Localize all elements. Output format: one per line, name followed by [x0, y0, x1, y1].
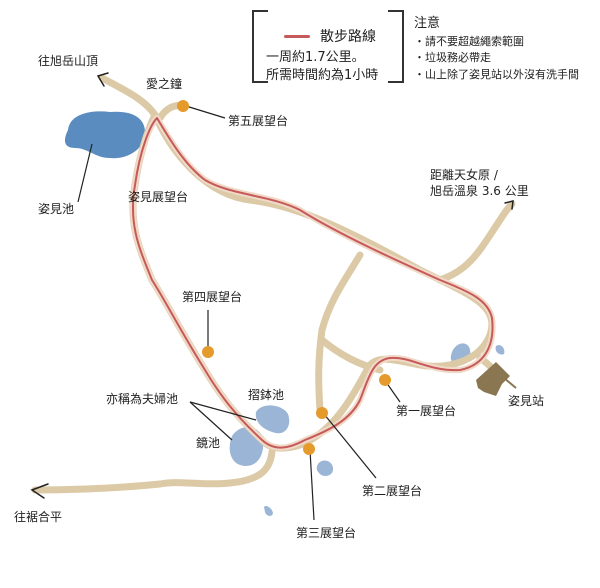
- label-kagami-pond: 鏡池: [196, 436, 221, 450]
- notes-title: 注意: [414, 16, 441, 31]
- notes-panel: 注意 ・請不要超越繩索範圍 ・垃圾務必帶走 ・山上除了姿見站以外沒有洗手間: [414, 14, 579, 83]
- label-to-summit: 往旭岳山頂: [38, 54, 99, 68]
- small-pond: [264, 505, 273, 516]
- label-to-susoaidaira: 往裾合平: [14, 510, 63, 524]
- label-observatory-5: 第五展望台: [228, 114, 289, 128]
- legend-bracket-right: [388, 10, 404, 83]
- legend-duration: 所需時間約為1小時: [266, 68, 379, 83]
- trail-to-susoaidaira: [31, 448, 276, 494]
- label-distance-2: 旭岳溫泉 3.6 公里: [430, 184, 529, 198]
- label-sugami-station: 姿見站: [508, 394, 545, 408]
- observatory-2-marker[interactable]: [316, 407, 328, 419]
- route-legend: 散步路線 一周約1.7公里。 所需時間約為1小時: [252, 10, 404, 83]
- label-bell-of-love: 愛之鐘: [146, 77, 183, 91]
- suribachi-pond: [255, 405, 290, 434]
- station-building-icon[interactable]: [476, 362, 517, 396]
- note-item: ・垃圾務必帶走: [414, 51, 491, 64]
- label-sugami-observatory: 姿見展望台: [128, 190, 189, 204]
- observatory-4-marker[interactable]: [202, 346, 214, 358]
- sugami-pond: [64, 111, 146, 159]
- label-couple-ponds: 亦稱為夫婦池: [106, 392, 179, 406]
- walking-route: [131, 117, 494, 449]
- observatory-5-marker[interactable]: [177, 100, 189, 112]
- arrow-icon: [30, 483, 49, 499]
- label-observatory-4: 第四展望台: [182, 290, 243, 304]
- small-pond: [316, 460, 334, 476]
- trail-center-branch: [318, 336, 384, 374]
- route-line-swatch: [284, 35, 310, 38]
- legend-bracket-left: [252, 10, 268, 83]
- observatory-3-marker[interactable]: [303, 443, 315, 455]
- note-item: ・山上除了姿見站以外沒有洗手間: [414, 67, 579, 81]
- arrow-icon: [504, 200, 514, 210]
- trail-to-onsen: [436, 200, 516, 284]
- note-item: ・請不要超越繩索範圍: [414, 34, 524, 48]
- legend-distance: 一周約1.7公里。: [266, 50, 365, 65]
- arrow-icon: [96, 72, 109, 87]
- observatory-1-marker[interactable]: [379, 374, 391, 386]
- label-sugami-pond: 姿見池: [38, 202, 75, 216]
- label-observatory-1: 第一展望台: [396, 404, 457, 418]
- legend-title: 散步路線: [320, 29, 376, 45]
- label-observatory-3: 第三展望台: [296, 526, 357, 540]
- label-distance-1: 距離天女原 /: [430, 168, 498, 182]
- label-observatory-2: 第二展望台: [362, 484, 423, 498]
- trail-center: [315, 251, 364, 414]
- label-suribachi-pond: 摺鉢池: [248, 388, 285, 402]
- small-pond: [495, 345, 505, 355]
